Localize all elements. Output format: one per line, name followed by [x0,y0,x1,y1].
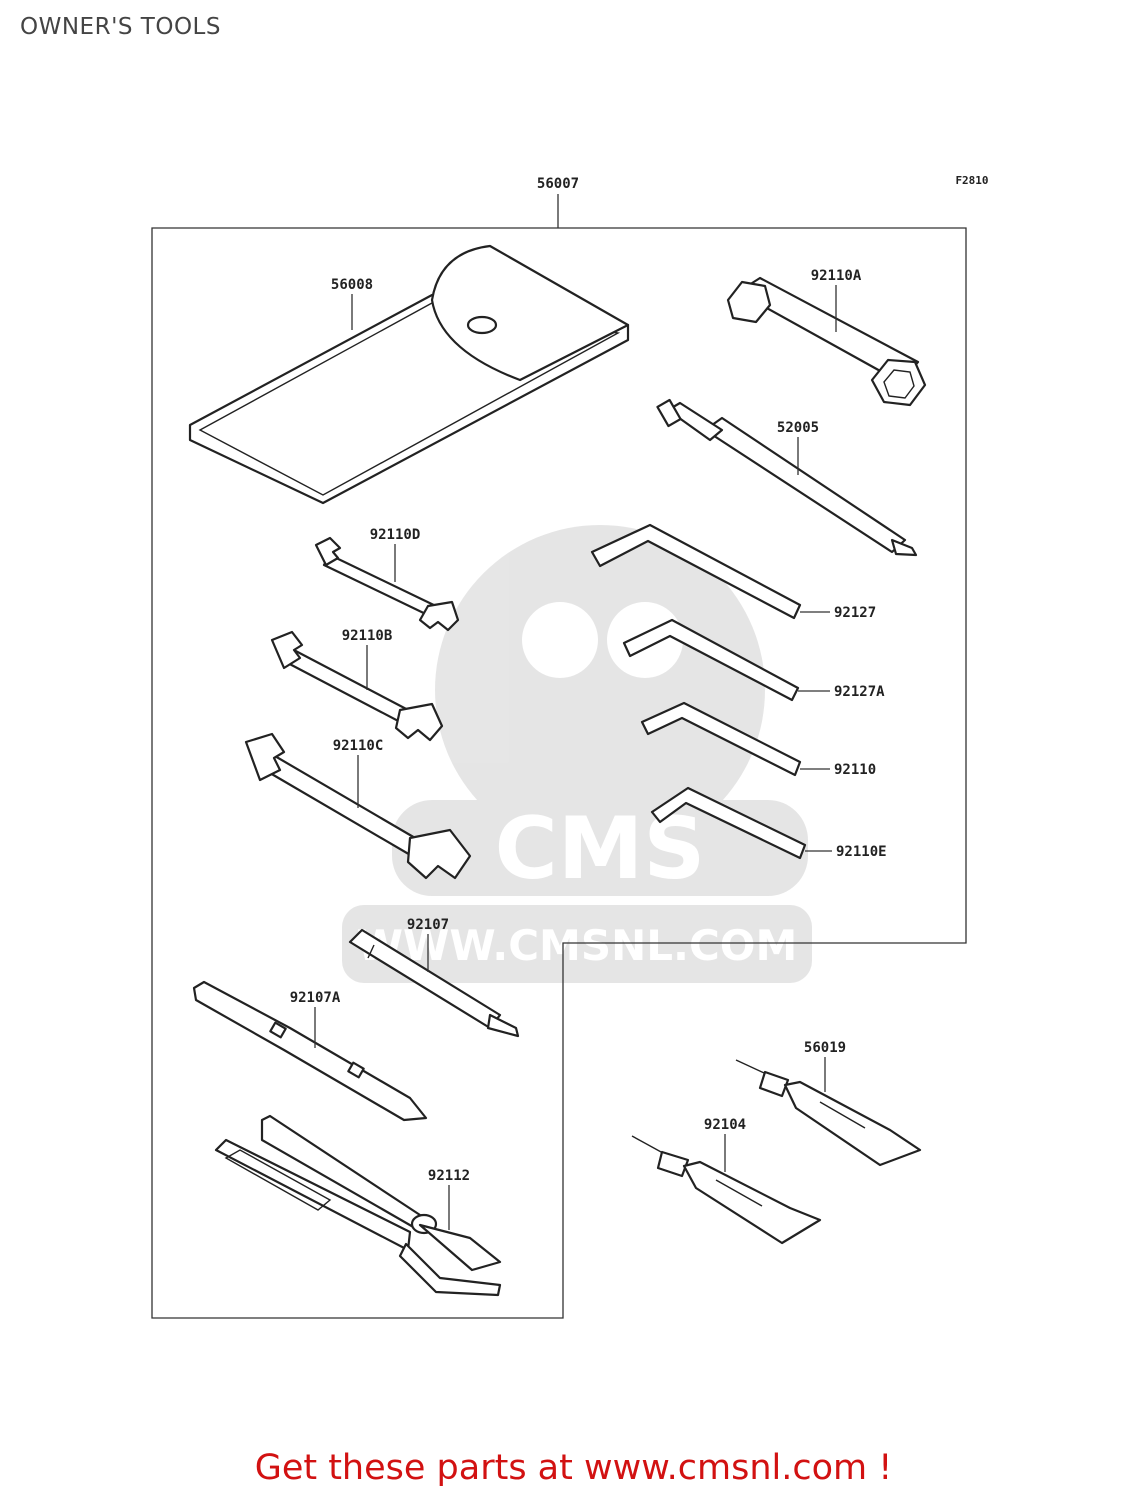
label-52005: 52005 [777,420,819,436]
footer-promo[interactable]: Get these parts at www.cmsnl.com ! [254,1448,893,1488]
hex-key-medium-icon [622,618,800,702]
label-92112: 92112 [428,1168,470,1184]
watermark-mascot-icon [435,525,765,855]
label-92110: 92110 [834,762,876,778]
label-92107a: 92107A [290,990,341,1006]
screwdriver-handle-icon [192,980,428,1122]
wrench-small-icon [314,536,460,632]
extension-bar-icon [656,398,918,557]
spark-plug-wrench-icon [726,276,927,407]
grease-tube-upper-icon [735,1059,922,1167]
watermark-url: WWW.CMSNL.COM [357,921,798,970]
label-92110d: 92110D [370,527,421,543]
label-92107: 92107 [407,917,449,933]
watermark-url-band [342,905,812,983]
label-56007: 56007 [537,176,579,192]
pliers-icon [214,1114,502,1297]
label-92110e: 92110E [836,844,887,860]
tool-pouch-icon [188,244,630,505]
label-92127: 92127 [834,605,876,621]
label-92127a: 92127A [834,684,885,700]
hex-key-small-icon [640,701,802,777]
figure-code: F2810 [955,174,988,187]
watermark-cms-band [392,800,808,896]
hex-key-large-icon [590,523,802,620]
hex-key-smallest-icon [650,786,807,860]
wrench-large-icon [244,732,472,880]
wrench-medium-icon [270,630,444,742]
label-92110a: 92110A [811,268,862,284]
label-56008: 56008 [331,277,373,293]
label-92104: 92104 [704,1117,746,1133]
cms-watermark: CMS WWW.CMSNL.COM [342,525,812,983]
label-92110b: 92110B [342,628,393,644]
label-56019: 56019 [804,1040,846,1056]
page-title: OWNER'S TOOLS [20,14,221,40]
screwdriver-bit-icon [348,928,520,1038]
kit-frame [151,227,967,1319]
grease-tube-lower-icon [631,1135,822,1245]
label-92110c: 92110C [333,738,384,754]
watermark-brand: CMS [495,799,706,899]
